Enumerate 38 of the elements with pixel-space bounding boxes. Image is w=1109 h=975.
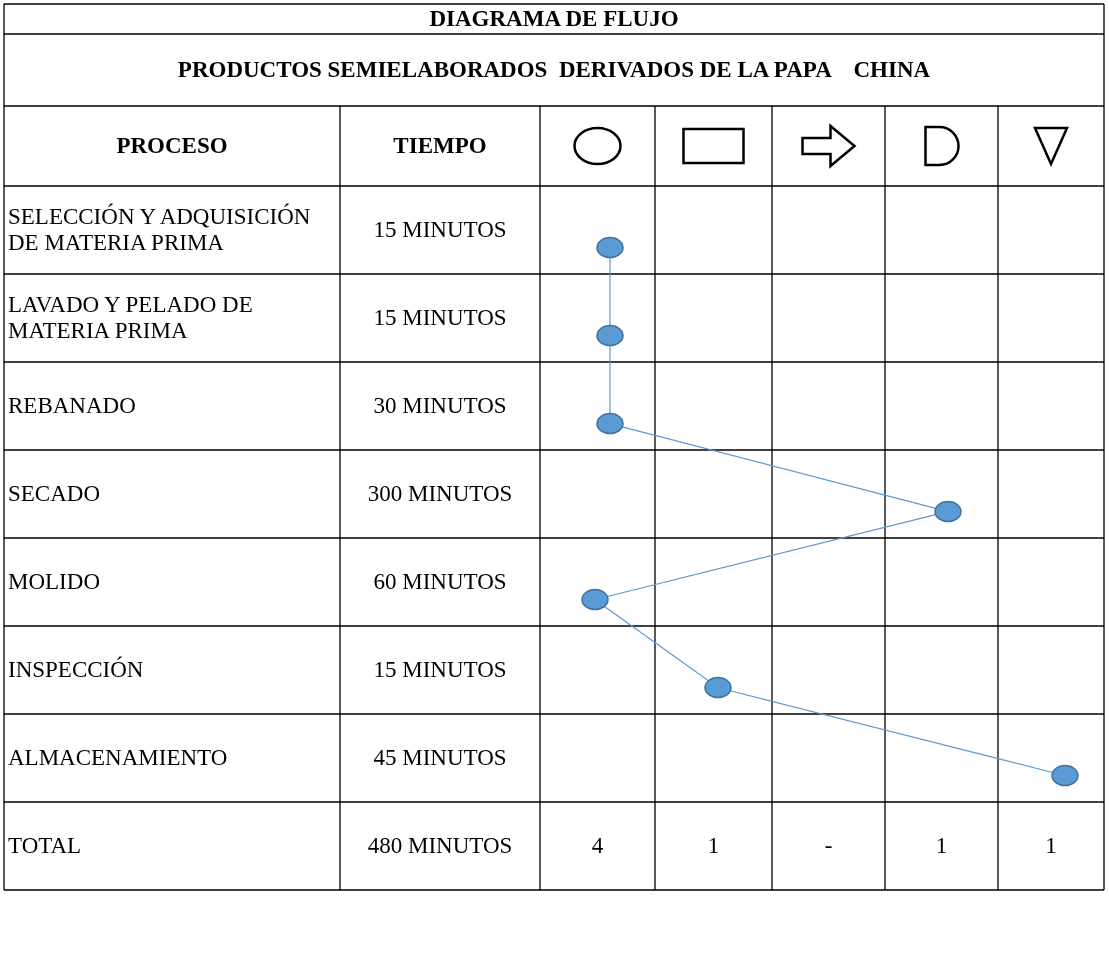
flow-connector-line bbox=[606, 514, 937, 598]
duration-text: 45 MINUTOS bbox=[373, 744, 507, 772]
flow-connector-line bbox=[609, 345, 611, 415]
process-step-text: SECADO bbox=[8, 480, 100, 508]
process-step-text: ALMACENAMIENTO bbox=[8, 744, 228, 772]
flow-connector-line bbox=[609, 257, 611, 327]
process-step-text: INSPECCIÓN bbox=[8, 656, 144, 684]
flow-connector-line bbox=[603, 605, 710, 682]
column-header: PROCESO bbox=[116, 132, 228, 160]
duration-text: 30 MINUTOS bbox=[373, 392, 507, 420]
symbol-count: 1 bbox=[1045, 832, 1057, 860]
total-duration: 480 MINUTOS bbox=[367, 832, 513, 860]
flow-connector-line bbox=[621, 426, 937, 509]
symbol-count: 1 bbox=[707, 832, 720, 860]
process-step-text: REBANADO bbox=[8, 392, 136, 420]
process-step-text: SELECCIÓN Y ADQUISICIÓN DE MATERIA PRIMA bbox=[8, 203, 312, 257]
flow-point-marker bbox=[934, 500, 962, 523]
symbol-count: 4 bbox=[591, 832, 604, 860]
process-step-text: MOLIDO bbox=[8, 568, 100, 596]
flow-connector-line bbox=[729, 690, 1054, 774]
symbol-count: 1 bbox=[935, 832, 948, 860]
flow-point-marker bbox=[596, 324, 624, 347]
duration-text: 15 MINUTOS bbox=[373, 304, 507, 332]
column-header: TIEMPO bbox=[393, 132, 487, 160]
flow-point-marker bbox=[704, 676, 732, 699]
duration-text: 15 MINUTOS bbox=[373, 656, 507, 684]
table-title: DIAGRAMA DE FLUJO bbox=[429, 5, 679, 33]
flow-point-marker bbox=[596, 412, 624, 435]
table-subtitle: PRODUCTOS SEMIELABORADOS DERIVADOS DE LA PAPA CHINA bbox=[177, 56, 931, 84]
process-step-text: LAVADO Y PELADO DE MATERIA PRIMA bbox=[8, 291, 254, 345]
flow-point-marker bbox=[581, 588, 609, 611]
flow-point-marker bbox=[596, 236, 624, 259]
flow-point-marker bbox=[1051, 764, 1079, 787]
duration-text: 300 MINUTOS bbox=[367, 480, 513, 508]
symbol-count: - bbox=[824, 832, 833, 860]
total-label: TOTAL bbox=[8, 832, 82, 860]
duration-text: 15 MINUTOS bbox=[373, 216, 507, 244]
duration-text: 60 MINUTOS bbox=[373, 568, 507, 596]
